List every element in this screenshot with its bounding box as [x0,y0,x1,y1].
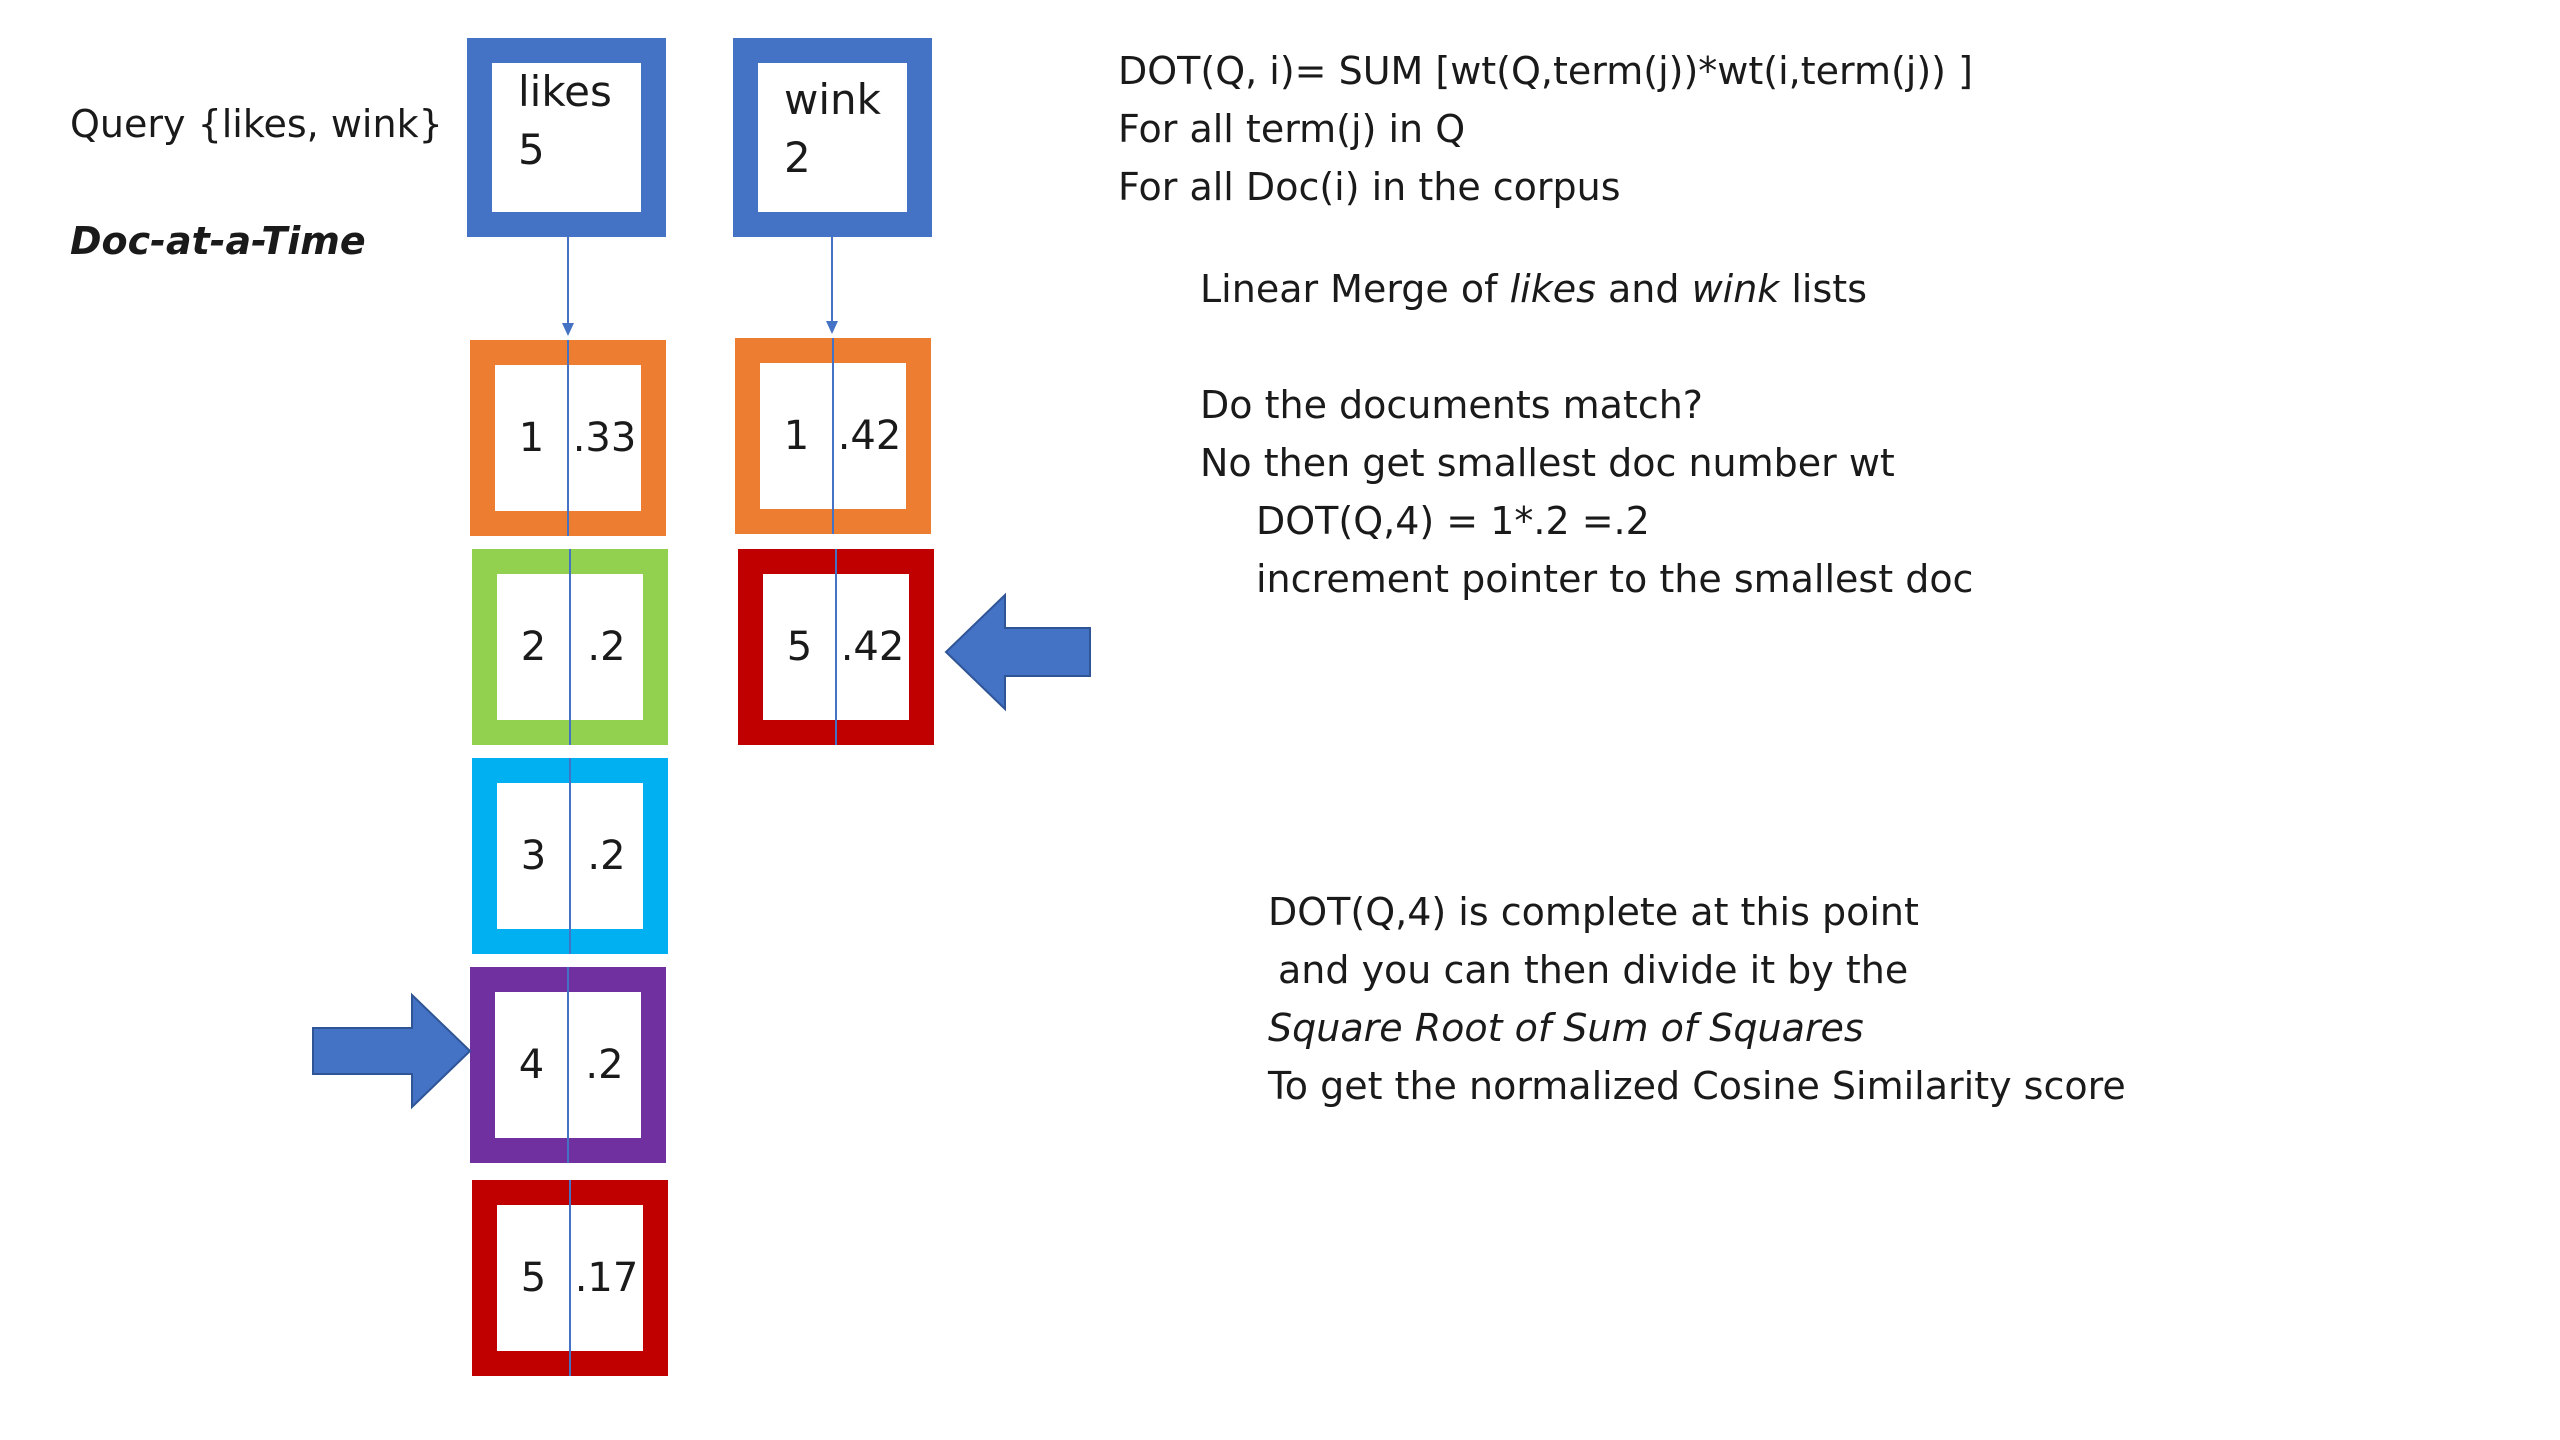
posting-divider [832,338,834,534]
posting-doc-number: 5 [520,1255,547,1301]
likes-doc-frequency: 5 [518,125,545,174]
merge-prefix: Linear Merge of [1200,267,1510,311]
wink-term: wink [784,75,881,124]
posting-divider [567,340,569,536]
posting-doc-number: 1 [518,415,545,461]
merge-description: Linear Merge of likes and wink lists [1200,270,1867,308]
mode-label: Doc-at-a-Time [70,219,366,263]
likes-connector-arrowhead [562,323,574,336]
posting-divider [569,549,571,745]
likes-posting-2: 2 .2 [472,549,668,745]
wink-posting-2: 5 .42 [738,549,934,745]
conclusion-line-4: To get the normalized Cosine Similarity … [1268,1064,2126,1108]
likes-posting-5: 5 .17 [472,1180,668,1376]
conclusion-line-2: and you can then divide it by the [1278,948,1909,992]
step-line-3: DOT(Q,4) = 1*.2 =.2 [1256,499,1650,543]
formula-line-1: DOT(Q, i)= SUM [wt(Q,term(j))*wt(i,term(… [1118,49,1973,93]
likes-posting-3: 3 .2 [472,758,668,954]
posting-weight: .42 [840,624,905,670]
likes-term: likes [518,67,612,116]
posting-weight: .2 [585,1042,624,1088]
posting-divider [569,758,571,954]
posting-doc-number: 5 [786,624,813,670]
posting-weight: .42 [837,413,902,459]
likes-posting-4: 4 .2 [470,967,666,1163]
conclusion-line-1: DOT(Q,4) is complete at this point [1268,890,1919,934]
posting-doc-number: 2 [520,624,547,670]
posting-doc-number: 3 [520,833,547,879]
likes-posting-1: 1 .33 [470,340,666,536]
query-label: Query {likes, wink} [70,102,443,146]
posting-weight: .17 [574,1255,639,1301]
formula-line-3: For all Doc(i) in the corpus [1118,165,1621,209]
step-line-1: Do the documents match? [1200,383,1703,427]
wink-doc-frequency: 2 [784,133,811,182]
likes-head-box: likes 5 [467,38,666,237]
wink-connector-arrowhead [826,321,838,334]
posting-divider [835,549,837,745]
likes-current-pointer-arrow [312,992,472,1110]
wink-current-pointer-arrow [944,592,1091,712]
wink-posting-1: 1 .42 [735,338,931,534]
step-line-4: increment pointer to the smallest doc [1256,557,1974,601]
posting-doc-number: 4 [518,1042,545,1088]
posting-weight: .2 [587,833,626,879]
merge-suffix: lists [1779,267,1867,311]
step-line-2: No then get smallest doc number wt [1200,441,1895,485]
wink-head-box: wink 2 [733,38,932,237]
posting-doc-number: 1 [783,413,810,459]
posting-weight: .2 [587,624,626,670]
merge-term-likes: likes [1509,267,1596,311]
posting-weight: .33 [572,415,637,461]
posting-divider [567,967,569,1163]
conclusion-line-3: Square Root of Sum of Squares [1268,1006,1864,1050]
merge-middle: and [1595,267,1692,311]
merge-term-wink: wink [1691,267,1780,311]
formula-line-2: For all term(j) in Q [1118,107,1466,151]
posting-divider [569,1180,571,1376]
